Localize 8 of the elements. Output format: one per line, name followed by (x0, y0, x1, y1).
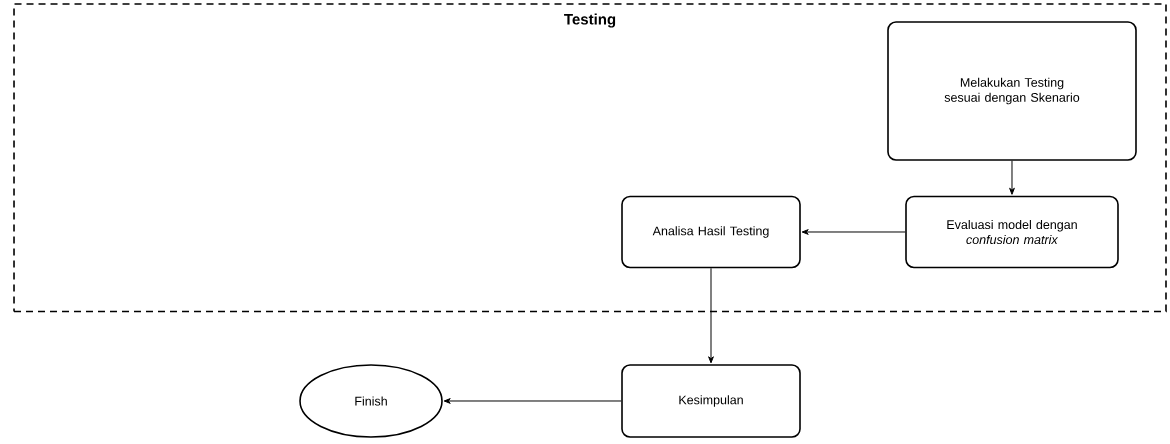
process-box: Evaluasi model dengan confusion matrix (905, 195, 1119, 269)
arrow (708, 267, 714, 364)
arrow (443, 398, 622, 404)
arrow (1009, 160, 1015, 195)
arrow (801, 229, 906, 235)
process-box: Analisa Hasil Testing (621, 195, 801, 269)
process-box: Kesimpulan (621, 364, 801, 438)
process-box: Melakukan Testing sesuai dengan Skenario (887, 21, 1137, 161)
